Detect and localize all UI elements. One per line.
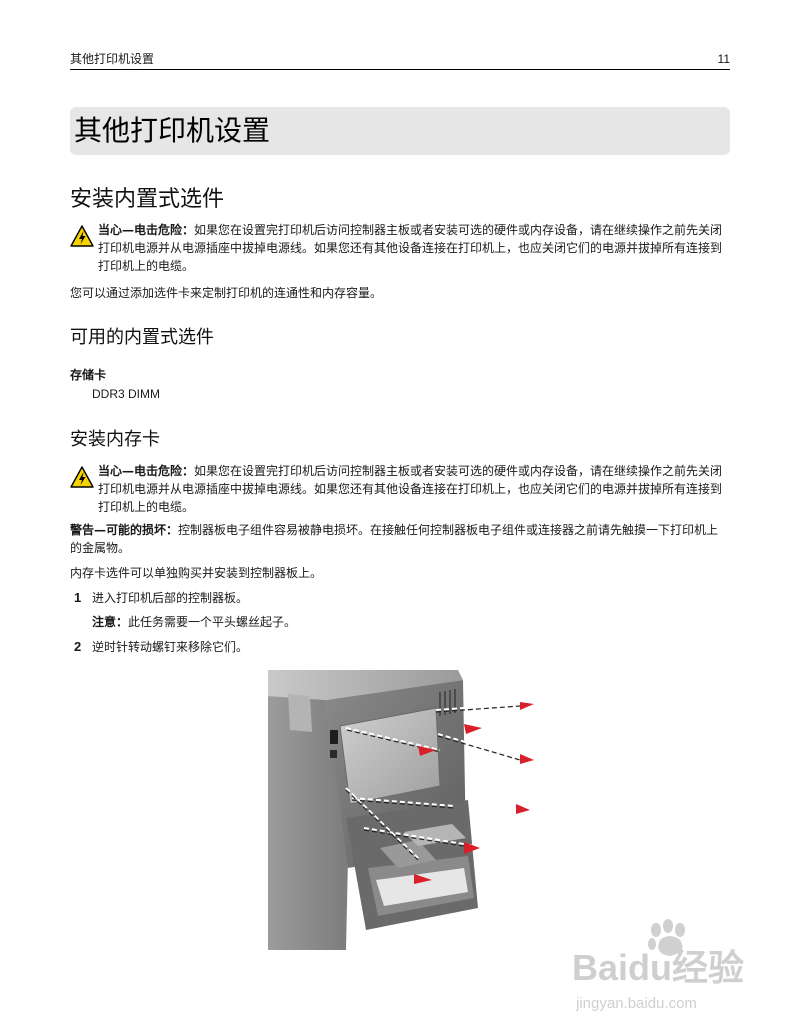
caution-label: 警告—可能的损坏： [70,523,179,537]
printer-rear-illustration [268,668,546,950]
caution-body: 控制器板电子组件容易被静电损坏。在接触任何控制器板电子组件或连接器之前请先触摸一… [70,523,719,555]
step-2-text: 逆时针转动螺钉来移除它们。 [92,640,249,654]
intro-paragraph-memory: 内存卡选件可以单独购买并安装到控制器板上。 [70,566,323,580]
term-memory-card: 存储卡 [70,368,107,382]
printer-side [268,696,348,950]
step-1-note: 注意：此任务需要一个平头螺丝起子。 [92,613,296,631]
shock-warning-2: 当心—电击危险：如果您在设置完打印机后访问控制器主板或者安装可选的硬件或内存设备… [70,462,730,518]
electrical-hazard-icon [70,466,94,488]
watermark-url: jingyan.baidu.com [575,995,697,1012]
warning-body-1: 如果您在设置完打印机后访问控制器主板或者安装可选的硬件或内存设备，请在继续操作之… [98,223,723,273]
intro-paragraph-options: 您可以通过添加选件卡来定制打印机的连通性和内存容量。 [70,286,383,300]
baidu-watermark: Baidu经验 jingyan.baidu.com [572,919,744,1012]
running-header-title: 其他打印机设置 [70,52,155,66]
warning-body-2: 如果您在设置完打印机后访问控制器主板或者安装可选的硬件或内存设备，请在继续操作之… [98,464,723,514]
section-heading-install-memory: 安装内存卡 [70,429,160,450]
section-heading-available-options: 可用的内置式选件 [70,327,214,348]
step-1-text: 进入打印机后部的控制器板。 [92,591,249,605]
printer-top [268,670,463,700]
warning-label-1: 当心—电击危险： [98,223,195,237]
section-heading-install-options: 安装内置式选件 [70,187,225,212]
step-2-number: 2 [74,639,82,654]
damage-caution: 警告—可能的损坏：控制器板电子组件容易被静电损坏。在接触任何控制器板电子组件或连… [70,521,730,557]
warning-text-2: 当心—电击危险：如果您在设置完打印机后访问控制器主板或者安装可选的硬件或内存设备… [98,462,730,516]
chapter-title: 其他打印机设置 [74,114,271,147]
note-label: 注意： [92,615,129,629]
warning-label-2: 当心—电击危险： [98,464,195,478]
note-body: 此任务需要一个平头螺丝起子。 [128,615,297,629]
term-definition-ddr3: DDR3 DIMM [92,387,160,401]
removal-arrows [414,702,534,884]
running-header: 其他打印机设置 11 [70,52,730,70]
watermark-brand: Baidu经验 [572,947,744,988]
electrical-hazard-icon [70,225,94,247]
page-number: 11 [717,52,730,66]
chapter-title-band: 其他打印机设置 [70,107,730,155]
baidu-paw-icon [648,919,685,956]
step-1-number: 1 [74,590,82,605]
shock-warning-1: 当心—电击危险：如果您在设置完打印机后访问控制器主板或者安装可选的硬件或内存设备… [70,221,730,277]
warning-text-1: 当心—电击危险：如果您在设置完打印机后访问控制器主板或者安装可选的硬件或内存设备… [98,221,730,275]
